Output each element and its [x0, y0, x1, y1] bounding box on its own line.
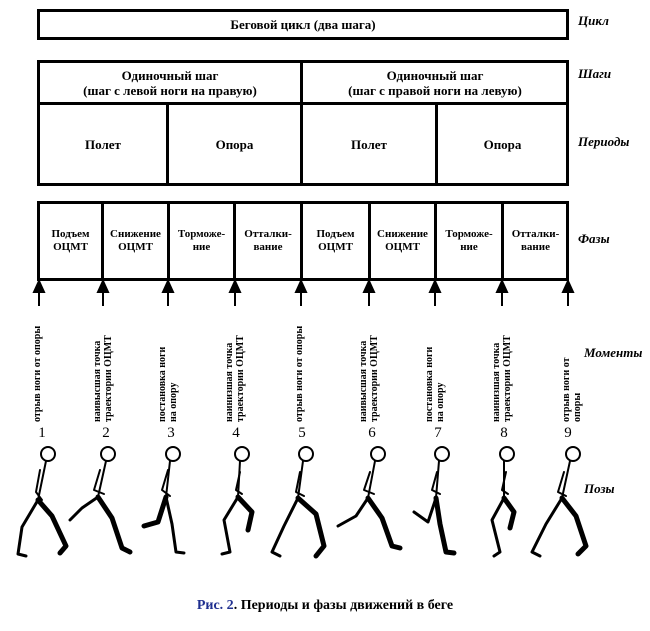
step-left-title: Одиночный шаг: [121, 67, 219, 83]
moment-arrow-8: [495, 278, 509, 306]
phase-7: Торможе- ние: [445, 228, 493, 253]
period-1: Полет: [85, 136, 121, 152]
step-right-title: Одиночный шаг: [386, 67, 484, 83]
phase-divider-2: [167, 201, 170, 281]
phase-divider-1: [101, 201, 104, 281]
phase-8: Отталки- вание: [511, 228, 560, 253]
moment-arrow-1: [32, 278, 46, 306]
phase-5: Подъем ОЦМТ: [316, 228, 355, 253]
pose-number-8: 8: [500, 425, 508, 441]
figure-caption-text: . Периоды и фазы движений в беге: [233, 598, 454, 613]
moment-label-7: постановка ноги на опору: [424, 346, 446, 422]
pose-number-1: 1: [38, 425, 46, 441]
moment-arrow-9: [561, 278, 575, 306]
figure-caption: Рис. 2. Периоды и фазы движений в беге: [0, 598, 650, 614]
runner-pose-2: [68, 446, 133, 555]
moment-label-1: отрыв ноги от опоры: [32, 325, 43, 422]
pose-number-5: 5: [298, 425, 306, 441]
moment-arrow-6: [362, 278, 376, 306]
runner-pose-7: [412, 446, 457, 556]
runner-pose-4: [220, 446, 255, 556]
steps-side-label: Шаги: [578, 66, 612, 81]
runner-pose-3: [141, 446, 186, 555]
phase-divider-3: [233, 201, 236, 281]
moment-arrow-7: [428, 278, 442, 306]
moment-arrow-2: [96, 278, 110, 306]
moment-label-3: постановка ноги на опору: [157, 346, 179, 422]
runner-pose-1: [16, 446, 69, 558]
moments-side-label: Моменты: [584, 345, 643, 360]
cycle-label: Беговой цикл (два шага): [230, 17, 376, 32]
step-left: Одиночный шаг (шаг с левой ноги на праву…: [40, 63, 300, 102]
moment-label-9: отрыв ноги от опоры: [561, 357, 583, 422]
moment-label-5: отрыв ноги от опоры: [294, 325, 305, 422]
phase-divider-5: [368, 201, 371, 281]
runner-figures: [16, 446, 589, 559]
step-right-subtitle: (шаг с правой ноги на левую): [348, 82, 522, 98]
pose-number-7: 7: [434, 425, 442, 441]
cycle-side-label: Цикл: [578, 13, 609, 28]
phase-2: Снижение ОЦМТ: [110, 228, 161, 253]
phase-divider-7: [501, 201, 504, 281]
moment-arrow-4: [228, 278, 242, 306]
moment-arrows: [32, 278, 575, 306]
moment-label-6: наивысшая точка траектории ОЦМТ: [358, 335, 380, 422]
period-3: Полет: [351, 136, 387, 152]
phase-divider-6: [434, 201, 437, 281]
period-2: Опора: [215, 136, 254, 152]
figure-caption-label: Рис. 2: [196, 598, 234, 613]
phase-divider-4: [300, 201, 303, 281]
pose-number-2: 2: [102, 425, 110, 441]
step-right: Одиночный шаг (шаг с правой ноги на леву…: [303, 63, 567, 102]
phases-box: [37, 201, 569, 281]
step-left-subtitle: (шаг с левой ноги на правую): [83, 82, 257, 98]
poses-side-label: Позы: [584, 481, 615, 496]
phases-side-label: Фазы: [578, 231, 610, 246]
phase-4: Отталки- вание: [244, 228, 292, 253]
pose-number-9: 9: [564, 425, 572, 441]
pose-number-3: 3: [167, 425, 175, 441]
periods-left-divider: [166, 102, 169, 186]
phase-1: Подъем ОЦМТ: [51, 228, 90, 253]
moment-label-8: наинизшая точка траектории ОЦМТ: [491, 335, 513, 422]
periods-right-divider: [435, 102, 438, 186]
runner-pose-6: [336, 446, 403, 551]
runner-pose-9: [530, 446, 589, 558]
runner-pose-8: [490, 446, 517, 558]
steps-periods-divider: [37, 102, 569, 105]
moment-label-4: наинизшая точка траектории ОЦМТ: [224, 335, 246, 422]
moment-arrow-3: [161, 278, 175, 306]
steps-periods-box: [37, 60, 569, 186]
steps-center-divider: [300, 60, 303, 186]
phase-6: Снижение ОЦМТ: [377, 228, 428, 253]
pose-number-6: 6: [368, 425, 376, 441]
runner-pose-5: [270, 446, 327, 559]
period-4: Опора: [483, 136, 522, 152]
cycle-box: [37, 9, 569, 40]
moment-arrow-5: [294, 278, 308, 306]
phase-3: Торможе- ние: [177, 228, 226, 253]
moment-label-2: наивысшая точка траектории ОЦМТ: [92, 335, 114, 422]
pose-number-4: 4: [232, 425, 240, 441]
periods-side-label: Периоды: [578, 134, 630, 149]
